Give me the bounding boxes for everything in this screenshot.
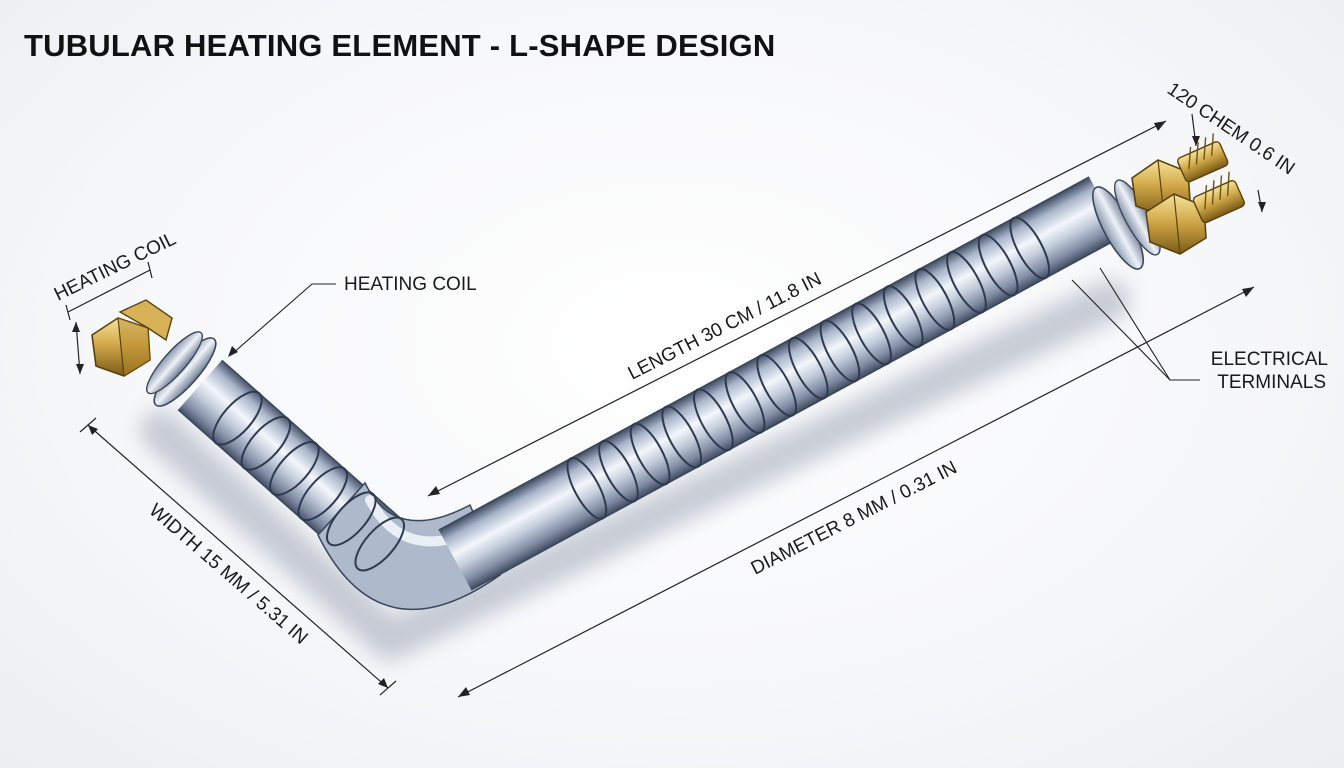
electrical-terminals-label-line2: TERMINALS (1217, 372, 1326, 393)
heating-coil-callout-label: HEATING COIL (344, 274, 477, 295)
diagram-title: TUBULAR HEATING ELEMENT - L-SHAPE DESIGN (24, 28, 776, 63)
length-dimension (427, 120, 1167, 497)
width-dimension (79, 417, 397, 696)
element-shadow (140, 280, 1130, 660)
heating-coil-leader (228, 283, 336, 357)
left-end-flange (146, 331, 217, 407)
heating-coil-short-leg (212, 390, 405, 572)
heating-coil-dimension (65, 261, 153, 375)
electrical-terminals-leader (1071, 267, 1200, 381)
heating-coil-long-leg (566, 216, 1051, 520)
diameter-dimension (457, 286, 1255, 698)
long-leg-tube (438, 176, 1122, 591)
threaded-stud-upper (1177, 133, 1229, 183)
right-brass-terminal-lower (1145, 171, 1246, 255)
terminal-spec-dimension (1191, 113, 1266, 213)
heating-coil-dimension-label: HEATING COIL (51, 228, 179, 305)
left-brass-terminal (91, 299, 173, 377)
tube-bend (317, 481, 501, 610)
threaded-stud-lower (1192, 171, 1246, 224)
electrical-terminals-label-line1: ELECTRICAL (1211, 349, 1328, 370)
